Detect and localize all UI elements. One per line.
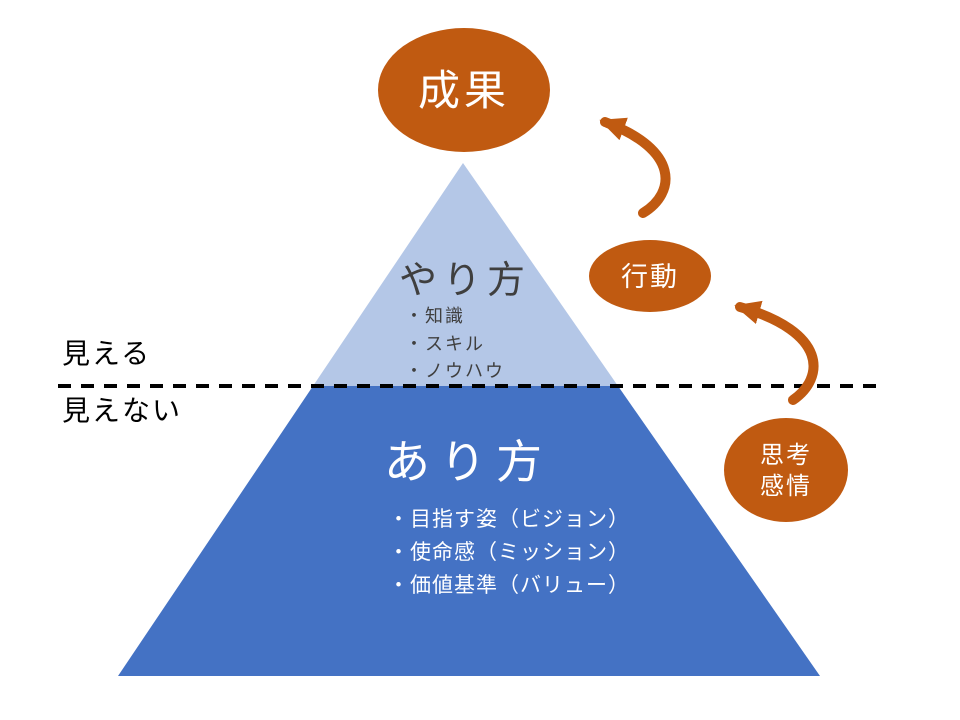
pyramid-top-title: やり方 — [399, 260, 531, 302]
invisible-label: 見えない — [62, 395, 182, 426]
emotion-label: 感情 — [760, 473, 812, 500]
thought-emotion-ellipse — [724, 418, 848, 522]
pyramid-top-section — [313, 163, 618, 386]
arrow-thought-to-action — [734, 300, 819, 405]
action-label: 行動 — [621, 262, 679, 292]
arrow-action-to-outcome — [599, 117, 671, 218]
action-ellipse — [589, 240, 711, 312]
pyramid-bottom-title: あり方 — [384, 436, 552, 488]
pyramid-top-bullet-2: ・スキル — [405, 334, 485, 354]
outcome-ellipse — [378, 28, 550, 152]
outcome-label: 成果 — [418, 67, 510, 114]
pyramid-top-bullet-1: ・知識 — [405, 306, 465, 326]
pyramid-bottom-bullet-3: ・価値基準（バリュー） — [388, 574, 630, 597]
pyramid-top-bullet-3: ・ノウハウ — [405, 361, 505, 381]
thought-label: 思考 — [760, 442, 812, 469]
pyramid-bottom-bullet-2: ・使命感（ミッション） — [388, 541, 630, 564]
pyramid-bottom-section — [118, 386, 820, 676]
visible-label: 見える — [62, 338, 151, 369]
pyramid-bottom-bullet-1: ・目指す姿（ビジョン） — [388, 508, 630, 531]
